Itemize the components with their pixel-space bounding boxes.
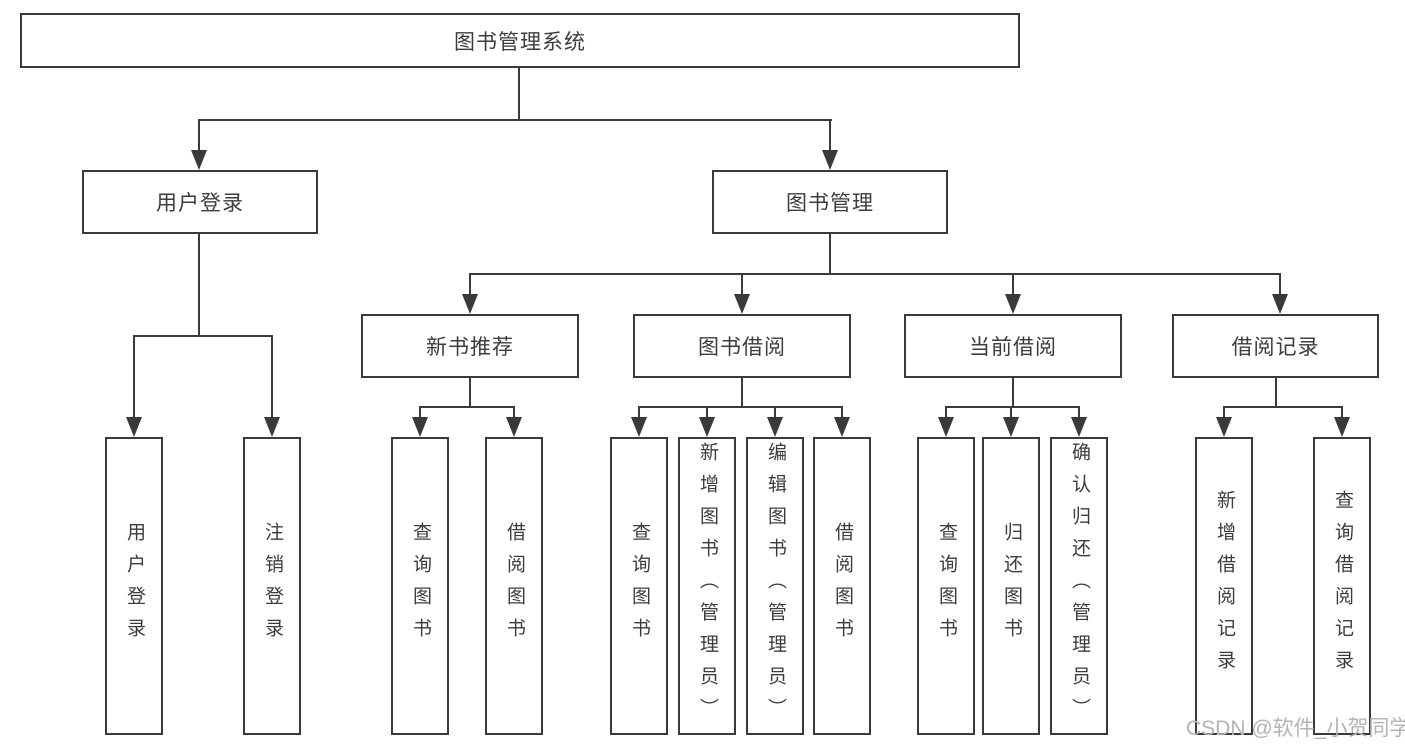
node-borrow-records-label: 借阅记录 — [1231, 336, 1320, 359]
arrowhead-records-query — [1334, 417, 1350, 437]
leaf-newrec-query-books-label: 查询图书 — [410, 522, 431, 650]
node-user-login: 用户登录 — [82, 170, 318, 234]
node-user-login-label: 用户登录 — [156, 192, 244, 215]
leaf-add-borrow-record: 新增借阅记录 — [1195, 437, 1253, 735]
node-library-system: 图书管理系统 — [20, 13, 1020, 68]
arrowhead-borrow-records — [1272, 294, 1288, 314]
leaf-user-login: 用户登录 — [105, 437, 163, 735]
connector-borrow-drop — [741, 378, 743, 408]
connector-bookmgmt-drop — [829, 234, 831, 275]
connector-borrow-stub-2 — [706, 406, 708, 420]
connector-records-drop — [1275, 378, 1277, 408]
arrowhead-current-borrow — [1005, 294, 1021, 314]
connector-userlogin-stub-1 — [133, 335, 135, 420]
arrowhead-leaf-logout — [264, 417, 280, 437]
connector-current-stub-1 — [945, 406, 947, 420]
connector-root-stub-left — [198, 119, 200, 152]
connector-bookmgmt-stub-1 — [469, 273, 471, 297]
connector-bookmgmt-stub-4 — [1279, 273, 1281, 297]
leaf-logout: 注销登录 — [243, 437, 301, 735]
connector-current-drop — [1012, 378, 1014, 408]
leaf-current-query-books: 查询图书 — [917, 437, 975, 735]
node-borrow-records: 借阅记录 — [1172, 314, 1379, 378]
leaf-current-query-books-label: 查询图书 — [936, 522, 957, 650]
leaf-query-borrow-record: 查询借阅记录 — [1313, 437, 1371, 735]
arrowhead-newrec-query — [412, 417, 428, 437]
leaf-confirm-return-admin-label: 确认归还（管理员） — [1069, 442, 1090, 730]
leaf-confirm-return-admin: 确认归还（管理员） — [1050, 437, 1108, 735]
connector-current-stub-2 — [1010, 406, 1012, 420]
connector-records-hline — [1223, 406, 1343, 408]
arrowhead-borrow-edit — [767, 417, 783, 437]
node-new-book-rec: 新书推荐 — [361, 314, 579, 378]
connector-userlogin-drop — [198, 234, 200, 337]
leaf-borrow-query-books-label: 查询图书 — [629, 522, 650, 650]
leaf-logout-label: 注销登录 — [262, 522, 283, 650]
arrowhead-newrec-borrow — [506, 417, 522, 437]
connector-records-stub-1 — [1223, 406, 1225, 420]
node-book-borrow: 图书借阅 — [633, 314, 851, 378]
connector-root-drop — [518, 68, 520, 121]
connector-newrec-hline — [419, 406, 515, 408]
node-new-book-rec-label: 新书推荐 — [426, 336, 514, 359]
leaf-newrec-borrow-books: 借阅图书 — [485, 437, 543, 735]
leaf-borrow-borrow-books: 借阅图书 — [813, 437, 871, 735]
arrowhead-book-mgmt — [822, 150, 838, 170]
arrowhead-borrow-query — [631, 417, 647, 437]
connector-newrec-stub-2 — [513, 406, 515, 420]
leaf-borrow-borrow-books-label: 借阅图书 — [832, 522, 853, 650]
leaf-edit-book-admin-label: 编辑图书（管理员） — [765, 442, 786, 730]
connector-bookmgmt-hline — [469, 273, 1281, 275]
connector-newrec-drop — [469, 378, 471, 408]
node-current-borrow: 当前借阅 — [904, 314, 1122, 378]
connector-records-stub-2 — [1341, 406, 1343, 420]
connector-root-stub-right — [829, 119, 831, 152]
leaf-newrec-borrow-books-label: 借阅图书 — [504, 522, 525, 650]
connector-userlogin-hline — [133, 335, 273, 337]
leaf-query-borrow-record-label: 查询借阅记录 — [1332, 490, 1353, 682]
leaf-return-book-label: 归还图书 — [1001, 522, 1022, 650]
connector-newrec-stub-1 — [419, 406, 421, 420]
arrowhead-user-login — [191, 150, 207, 170]
arrowhead-borrow-add — [699, 417, 715, 437]
csdn-watermark: CSDN @软件_小贺同学 — [1186, 717, 1405, 740]
arrowhead-new-book-rec — [462, 294, 478, 314]
leaf-newrec-query-books: 查询图书 — [391, 437, 449, 735]
connector-borrow-stub-3 — [774, 406, 776, 420]
leaf-add-borrow-record-label: 新增借阅记录 — [1214, 490, 1235, 682]
arrowhead-book-borrow — [734, 294, 750, 314]
connector-borrow-hline — [638, 406, 843, 408]
connector-bookmgmt-stub-2 — [741, 273, 743, 297]
arrowhead-records-add — [1216, 417, 1232, 437]
connector-borrow-stub-4 — [841, 406, 843, 420]
connector-bookmgmt-stub-3 — [1012, 273, 1014, 297]
leaf-return-book: 归还图书 — [982, 437, 1040, 735]
leaf-borrow-query-books: 查询图书 — [610, 437, 668, 735]
connector-root-hline — [198, 119, 832, 121]
node-current-borrow-label: 当前借阅 — [969, 336, 1057, 359]
arrowhead-current-confirm — [1071, 417, 1087, 437]
connector-borrow-stub-1 — [638, 406, 640, 420]
leaf-user-login-label: 用户登录 — [124, 522, 145, 650]
node-book-mgmt-label: 图书管理 — [786, 192, 874, 215]
arrowhead-current-return — [1003, 417, 1019, 437]
arrowhead-borrow-borrow — [834, 417, 850, 437]
node-book-mgmt: 图书管理 — [712, 170, 948, 234]
leaf-add-book-admin-label: 新增图书（管理员） — [697, 442, 718, 730]
connector-current-stub-3 — [1078, 406, 1080, 420]
connector-current-hline — [945, 406, 1080, 408]
node-book-borrow-label: 图书借阅 — [698, 336, 786, 359]
node-library-system-label: 图书管理系统 — [454, 30, 586, 54]
leaf-edit-book-admin: 编辑图书（管理员） — [746, 437, 804, 735]
arrowhead-leaf-user-login — [126, 417, 142, 437]
leaf-add-book-admin: 新增图书（管理员） — [678, 437, 736, 735]
connector-userlogin-stub-2 — [271, 335, 273, 420]
arrowhead-current-query — [938, 417, 954, 437]
